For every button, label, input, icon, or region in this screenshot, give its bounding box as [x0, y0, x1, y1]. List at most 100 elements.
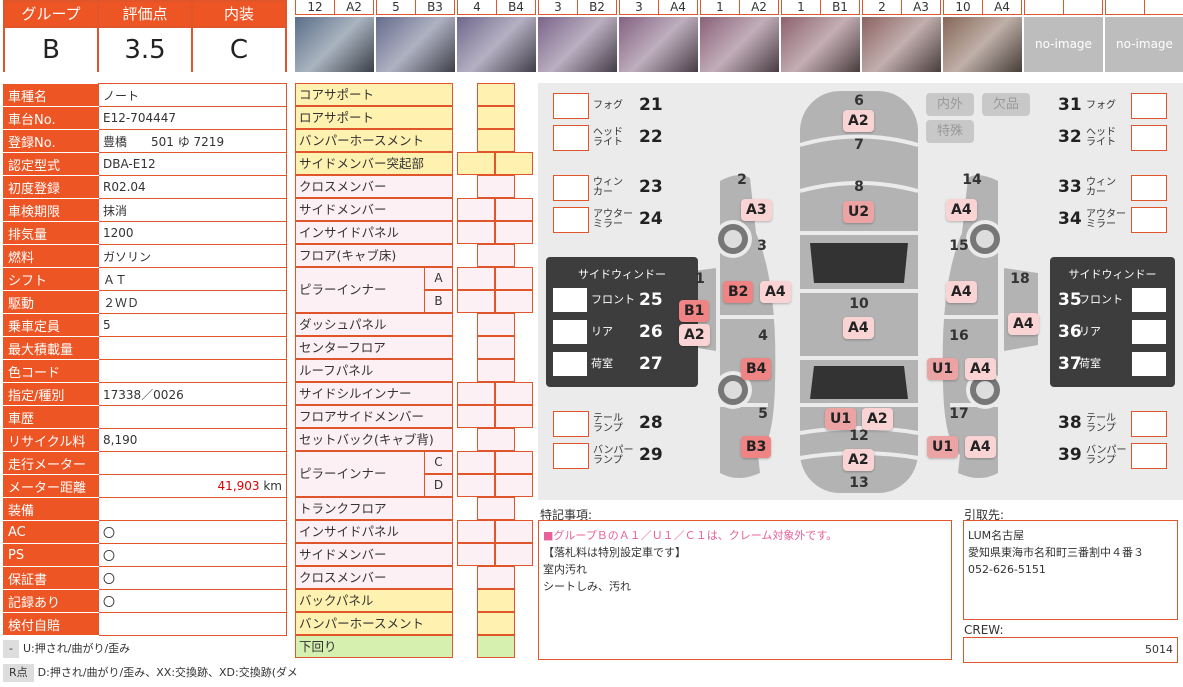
lamp-checkbox[interactable] [553, 125, 589, 151]
lamp-checkbox[interactable] [1131, 175, 1167, 201]
damage-badge[interactable]: A4 [946, 199, 977, 221]
part-check-cell[interactable] [457, 405, 495, 428]
damage-photo[interactable] [943, 17, 1022, 72]
part-check-cell[interactable] [477, 106, 515, 129]
window-checkbox[interactable] [1132, 352, 1166, 376]
part-check-cell[interactable] [477, 244, 515, 267]
window-checkbox[interactable] [553, 352, 587, 376]
part-check-cell[interactable] [477, 497, 515, 520]
part-check-cell[interactable] [495, 290, 533, 313]
part-check-cell[interactable] [477, 589, 515, 612]
part-number-7: 7 [854, 137, 864, 153]
lamp-checkbox[interactable] [553, 207, 589, 233]
damage-badge[interactable]: A3 [741, 199, 772, 221]
part-check-cell[interactable] [457, 451, 495, 474]
lamp-checkbox[interactable] [553, 411, 589, 437]
damage-badge[interactable]: U1 [825, 408, 857, 430]
damage-badge[interactable]: A2 [862, 408, 893, 430]
part-check-cell[interactable] [495, 520, 533, 543]
part-check-cell[interactable] [477, 359, 515, 382]
damage-badge[interactable]: A4 [760, 281, 791, 303]
damage-badge[interactable]: A2 [843, 449, 874, 471]
window-checkbox[interactable] [1132, 288, 1166, 312]
window-checkbox[interactable] [1132, 320, 1166, 344]
part-check-cell[interactable] [495, 382, 533, 405]
damage-badge[interactable]: U1 [927, 436, 959, 458]
part-check-cell[interactable] [457, 267, 495, 290]
tag-special[interactable]: 特殊 [926, 120, 974, 143]
part-check-cell[interactable] [477, 566, 515, 589]
damage-badge[interactable]: B2 [723, 281, 754, 303]
damage-badge[interactable]: U1 [927, 358, 959, 380]
lamp-checkbox[interactable] [553, 175, 589, 201]
lamp-checkbox[interactable] [1131, 125, 1167, 151]
photo-thumbnail[interactable]: no-image [1105, 0, 1183, 72]
part-check-cell[interactable] [495, 198, 533, 221]
lamp-checkbox[interactable] [553, 93, 589, 119]
part-check-cell[interactable] [477, 336, 515, 359]
damage-badge[interactable]: A4 [1008, 313, 1039, 335]
damage-photo[interactable] [295, 17, 374, 72]
lamp-checkbox[interactable] [1131, 93, 1167, 119]
photo-thumbnail[interactable]: no-image [1024, 0, 1103, 72]
part-check-cell[interactable] [457, 543, 495, 566]
window-checkbox[interactable] [553, 288, 587, 312]
window-checkbox[interactable] [553, 320, 587, 344]
part-check-cell[interactable] [495, 474, 533, 497]
damage-badge[interactable]: A4 [843, 317, 874, 339]
damage-badge[interactable]: U2 [843, 201, 875, 223]
damage-photo[interactable] [781, 17, 860, 72]
part-check-cell[interactable] [477, 612, 515, 635]
part-check-cell[interactable] [495, 152, 533, 175]
part-check-cell[interactable] [457, 198, 495, 221]
part-check-cell[interactable] [477, 175, 515, 198]
damage-photo[interactable] [862, 17, 941, 72]
damage-badge[interactable]: B4 [741, 358, 772, 380]
damage-badge[interactable]: A4 [965, 436, 996, 458]
part-check-cell[interactable] [495, 405, 533, 428]
lamp-checkbox[interactable] [1131, 411, 1167, 437]
part-check-cell[interactable] [477, 635, 515, 658]
part-check-cell[interactable] [457, 520, 495, 543]
damage-badge[interactable]: A2 [843, 110, 874, 132]
damage-badge[interactable]: A2 [679, 324, 710, 346]
tag-interior-exterior[interactable]: 内外 [926, 93, 974, 116]
damage-badge[interactable]: B1 [679, 300, 710, 322]
part-check-cell[interactable] [477, 313, 515, 336]
part-check-cell[interactable] [457, 290, 495, 313]
damage-badge[interactable]: A4 [965, 358, 996, 380]
damage-photo[interactable] [619, 17, 698, 72]
lamp-checkbox[interactable] [553, 443, 589, 469]
part-check-cell[interactable] [477, 428, 515, 451]
damage-photo[interactable] [457, 17, 536, 72]
damage-badge[interactable]: A4 [946, 281, 977, 303]
damage-badge[interactable]: B3 [741, 436, 772, 458]
tag-missing[interactable]: 欠品 [982, 93, 1030, 116]
part-check-cell[interactable] [495, 267, 533, 290]
part-check-cell[interactable] [477, 83, 515, 106]
part-check-cell[interactable] [457, 221, 495, 244]
damage-photo[interactable] [376, 17, 455, 72]
damage-photo[interactable] [538, 17, 617, 72]
part-check-cell[interactable] [477, 129, 515, 152]
part-check-cell[interactable] [495, 543, 533, 566]
part-check-cell[interactable] [457, 474, 495, 497]
lamp-checkbox[interactable] [1131, 443, 1167, 469]
lamp-checkbox[interactable] [1131, 207, 1167, 233]
part-check-cell[interactable] [457, 152, 495, 175]
part-check-cell[interactable] [495, 451, 533, 474]
damage-photo[interactable] [700, 17, 779, 72]
part-check-cell[interactable] [495, 221, 533, 244]
part-check-cell[interactable] [457, 382, 495, 405]
